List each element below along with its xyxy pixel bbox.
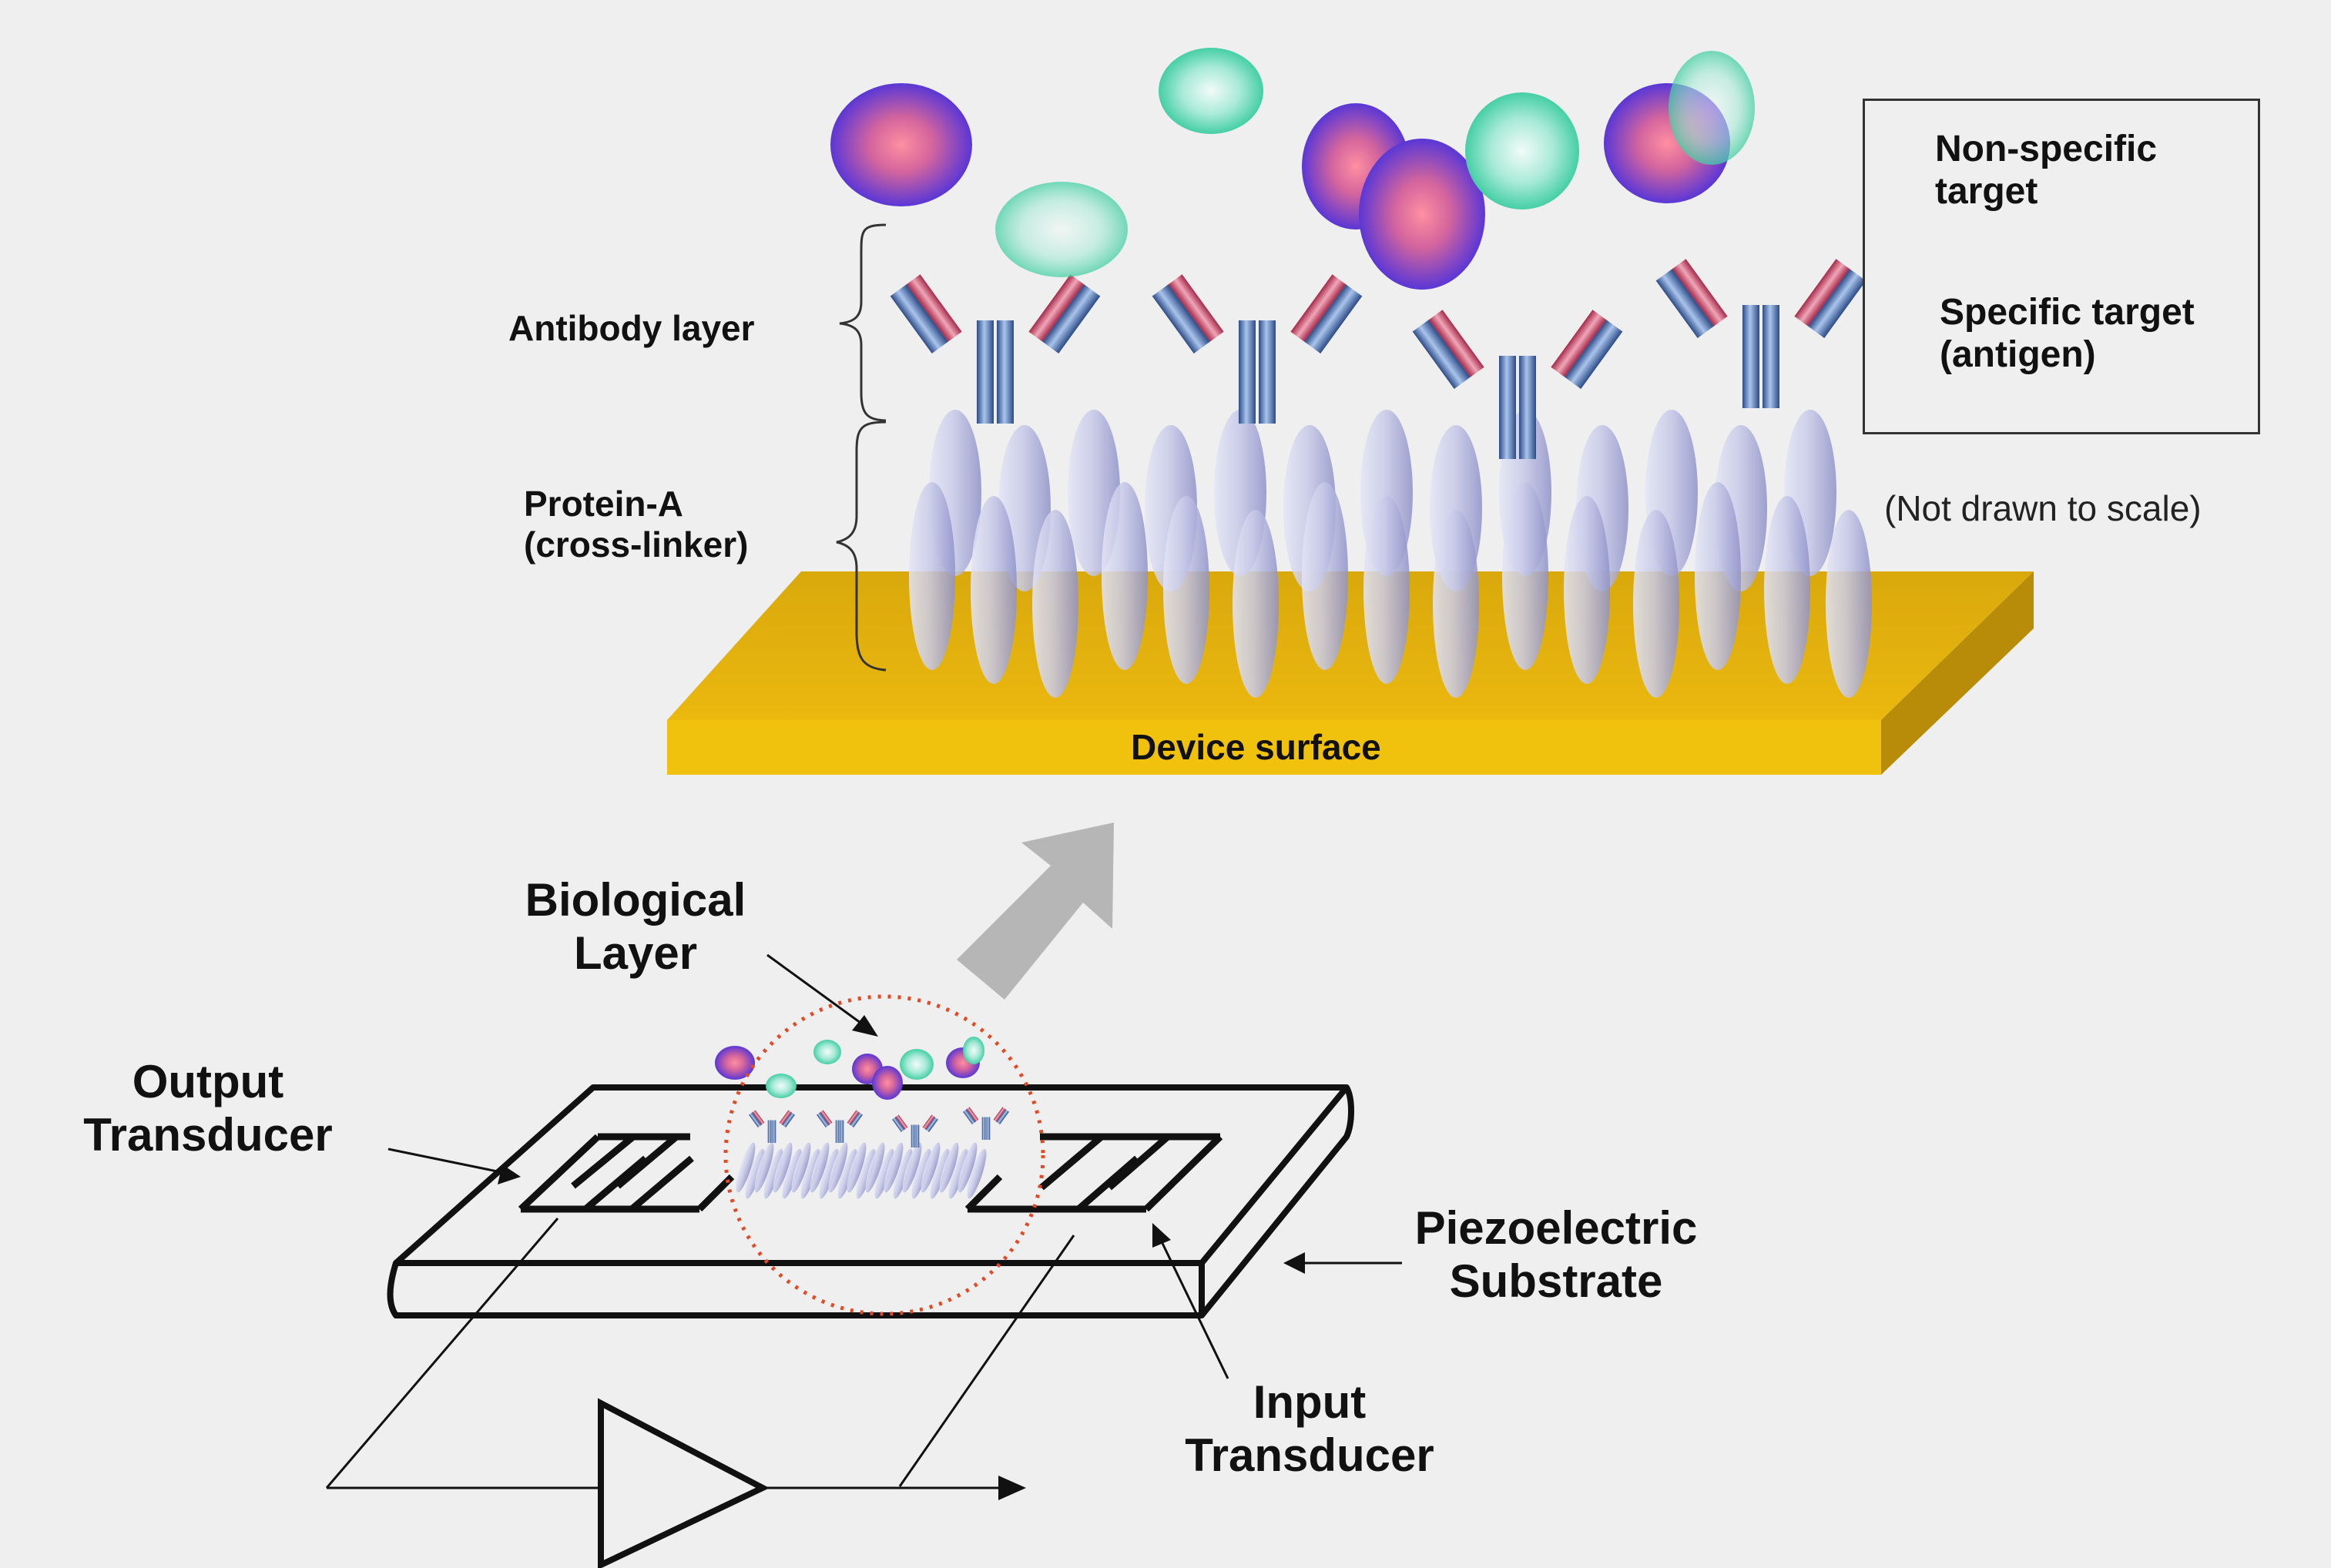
protein-a-molecule bbox=[1363, 496, 1410, 684]
protein-a-label-line1: Protein-A bbox=[524, 484, 683, 524]
legend-non-specific-line2: target bbox=[1935, 171, 2038, 213]
mini-protein-a-molecule bbox=[847, 1142, 867, 1193]
legend-specific: Specific target (antigen) bbox=[1940, 291, 2195, 376]
protein-a-molecule bbox=[1633, 510, 1679, 698]
mini-protein-a-molecule bbox=[800, 1148, 820, 1199]
mini-protein-a-molecule bbox=[967, 1148, 987, 1199]
input-transducer-label: Input Transducer bbox=[1155, 1375, 1464, 1482]
protein-a-molecule bbox=[1302, 482, 1348, 670]
mini-biological-layer bbox=[736, 1142, 987, 1199]
protein-a-molecule bbox=[971, 496, 1017, 684]
biological-layer-label: Biological Layer bbox=[501, 873, 770, 980]
antibody-layer-brace bbox=[839, 223, 887, 422]
legend-box bbox=[1863, 99, 2260, 434]
mini-protein-a-molecule bbox=[819, 1148, 839, 1199]
piezoelectric-label-line1: Piezoelectric bbox=[1414, 1202, 1698, 1254]
protein-a-molecule bbox=[1502, 482, 1548, 670]
protein-a-brace bbox=[836, 420, 887, 672]
mini-protein-a-molecule bbox=[939, 1142, 959, 1193]
mini-protein-a-molecule bbox=[810, 1142, 830, 1193]
legend-non-specific-line1: Non-specific bbox=[1935, 129, 2158, 169]
mini-protein-a-molecule bbox=[911, 1148, 931, 1199]
mini-protein-a-molecule bbox=[754, 1142, 774, 1193]
mini-protein-a-molecule bbox=[763, 1148, 783, 1199]
mini-protein-a-molecule bbox=[828, 1142, 848, 1193]
protein-a-molecule bbox=[1163, 496, 1209, 684]
legend-specific-line2: (antigen) bbox=[1940, 334, 2096, 376]
protein-a-molecule bbox=[1764, 496, 1810, 684]
protein-a-molecule bbox=[1564, 496, 1610, 684]
protein-a-label-line2: (cross-linker) bbox=[524, 524, 749, 565]
mini-protein-a-molecule bbox=[865, 1142, 885, 1193]
protein-a-molecule bbox=[1695, 482, 1741, 670]
mini-protein-a-molecule bbox=[930, 1148, 950, 1199]
output-transducer-label-line2: Transducer bbox=[83, 1109, 333, 1161]
biological-layer-label-line2: Layer bbox=[573, 927, 698, 979]
mini-protein-a-molecule bbox=[958, 1142, 978, 1193]
mini-protein-a-molecule bbox=[921, 1142, 941, 1193]
mini-protein-a-molecule bbox=[837, 1148, 857, 1199]
input-transducer-electrodes bbox=[964, 1133, 1223, 1213]
output-transducer-label: Output Transducer bbox=[62, 1055, 354, 1161]
protein-a-molecule bbox=[1826, 510, 1872, 698]
piezoelectric-substrate bbox=[387, 1084, 1354, 1318]
mini-protein-a-molecule bbox=[736, 1142, 756, 1193]
protein-a-layer bbox=[909, 410, 1872, 698]
amplifier-circuit bbox=[325, 1218, 1075, 1568]
mini-protein-a-molecule bbox=[782, 1148, 802, 1199]
mini-protein-a-molecule bbox=[856, 1148, 876, 1199]
highlight-circle bbox=[723, 994, 1045, 1316]
input-transducer-label-line1: Input bbox=[1253, 1376, 1367, 1428]
mini-antibodies bbox=[715, 1037, 1009, 1148]
not-to-scale-note: (Not drawn to scale) bbox=[1884, 488, 2202, 528]
protein-a-molecule bbox=[1032, 510, 1078, 698]
output-transducer-label-line1: Output bbox=[132, 1056, 284, 1107]
legend-non-specific: Non-specific target bbox=[1935, 128, 2157, 213]
mini-protein-a-molecule bbox=[773, 1142, 793, 1193]
mini-protein-a-molecule bbox=[893, 1148, 913, 1199]
pointer-arrows bbox=[387, 953, 1402, 1379]
mini-protein-a-molecule bbox=[884, 1142, 904, 1193]
mini-protein-a-molecule bbox=[745, 1148, 765, 1199]
target-molecules bbox=[830, 48, 1755, 290]
legend-specific-line1: Specific target bbox=[1940, 292, 2195, 333]
protein-a-label: Protein-A (cross-linker) bbox=[524, 484, 748, 565]
mini-protein-a-molecule bbox=[791, 1142, 811, 1193]
piezoelectric-substrate-label: Piezoelectric Substrate bbox=[1387, 1201, 1726, 1308]
antibody-layer-label: Antibody layer bbox=[508, 308, 755, 348]
protein-a-molecule bbox=[1233, 510, 1279, 698]
protein-a-molecule bbox=[909, 482, 955, 670]
input-transducer-label-line2: Transducer bbox=[1185, 1429, 1434, 1481]
mini-protein-a-molecule bbox=[902, 1142, 922, 1193]
mini-protein-a-molecule bbox=[948, 1148, 968, 1199]
protein-a-molecule bbox=[1433, 510, 1479, 698]
protein-a-molecule bbox=[1102, 482, 1148, 670]
device-surface-label: Device surface bbox=[1131, 727, 1381, 767]
biological-layer-label-line1: Biological bbox=[525, 874, 746, 926]
zoom-arrow bbox=[957, 823, 1114, 1000]
mini-protein-a-molecule bbox=[874, 1148, 894, 1199]
piezoelectric-label-line2: Substrate bbox=[1449, 1255, 1663, 1307]
